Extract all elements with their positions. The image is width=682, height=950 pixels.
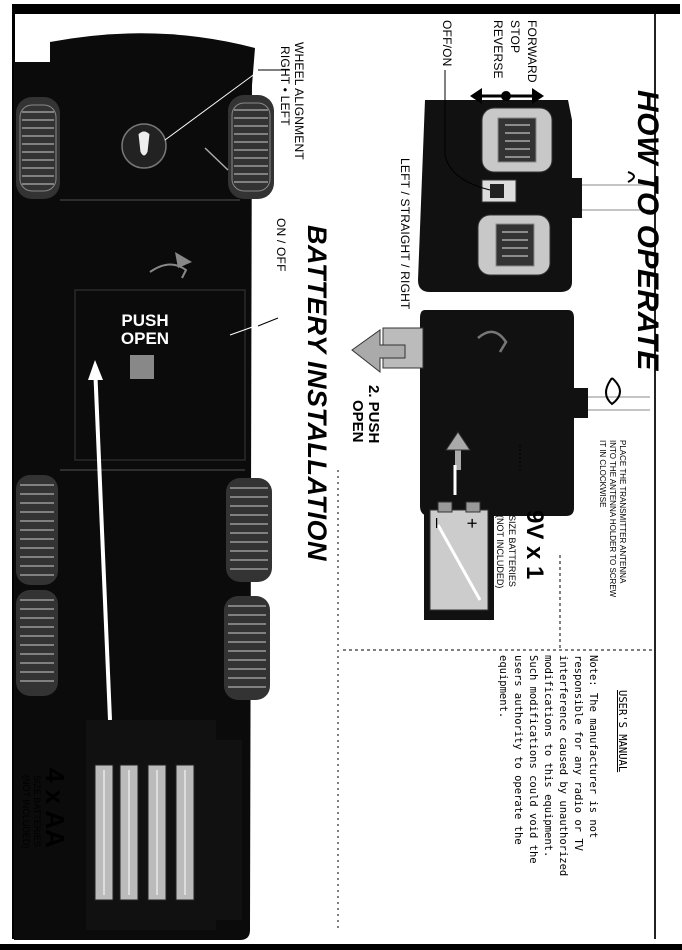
battery-aa-size: SIZE BATTERIES bbox=[32, 775, 42, 847]
antenna-note-line-2: INTO THE ANTENNA HOLDER TO SCREW bbox=[608, 440, 617, 598]
label-off-on: OFF/ON bbox=[440, 20, 454, 67]
transmitter-open-label: OPEN bbox=[349, 400, 366, 443]
wheel-mid-right bbox=[226, 478, 272, 582]
manual-line-1: Note: The manufacturer is not bbox=[587, 655, 599, 839]
battery-9v-minus: – bbox=[428, 518, 448, 529]
battery-aa-title: 4 x AA bbox=[40, 768, 70, 848]
manual-line-6: users authority to operate the bbox=[512, 655, 524, 845]
manual-line-3: interference caused by unauthorized bbox=[557, 655, 569, 877]
label-reverse: REVERSE bbox=[491, 20, 505, 79]
transmitter-push-label: 2. PUSH bbox=[365, 385, 382, 444]
battery-9v-note: (NOT INCLUDED) bbox=[495, 515, 505, 589]
battery-9v-plus: + bbox=[462, 518, 482, 529]
manual-line-7: equipment. bbox=[497, 655, 509, 719]
heading-how-to-operate: HOW TO OPERATE bbox=[631, 90, 664, 371]
car-push-text: PUSH bbox=[121, 311, 169, 330]
manual-line-4: modifications to this equipment. bbox=[542, 655, 554, 858]
label-right-left: RIGHT • LEFT bbox=[278, 46, 292, 126]
wheel-alignment-knob bbox=[121, 123, 229, 171]
car-open-text: OPEN bbox=[120, 329, 170, 348]
frame-top-border bbox=[12, 4, 680, 14]
battery-aa-note: (NOT INCLUDED) bbox=[21, 775, 31, 849]
frame-left-border bbox=[12, 4, 15, 939]
car-push-open-label: PUSH OPEN bbox=[110, 312, 180, 348]
battery-9v-size: SIZE BATTERIES bbox=[507, 515, 517, 587]
car-illustration bbox=[14, 33, 290, 940]
label-stop: STOP bbox=[508, 20, 522, 54]
battery-door-latch bbox=[130, 355, 154, 379]
label-steering: LEFT / STRAIGHT / RIGHT bbox=[398, 158, 412, 310]
frame-right-border bbox=[654, 14, 656, 939]
transmitter-back-illustration bbox=[351, 310, 650, 620]
antenna-note-line-1: PLACE THE TRANSMITTER ANTENNA bbox=[618, 440, 627, 584]
wheel-rear-right bbox=[224, 596, 270, 700]
manual-line-2: responsible for any radio or TV bbox=[572, 655, 584, 851]
transmitter-illustration bbox=[418, 70, 650, 292]
label-wheel-alignment: WHEEL ALIGNMENT bbox=[292, 42, 306, 160]
manual-header: USER'S MANUAL bbox=[616, 690, 628, 773]
wheel-front-right bbox=[228, 95, 274, 199]
label-car-on-off: ON / OFF bbox=[274, 218, 288, 272]
antenna-note-line-3: IT IN CLOCKWISE bbox=[598, 440, 607, 508]
manual-line-5: Such modifications could void the bbox=[527, 655, 539, 864]
wheel-mid-left bbox=[16, 475, 58, 585]
label-forward: FORWARD bbox=[525, 20, 539, 83]
aa-battery-compartment bbox=[86, 720, 242, 930]
frame-bottom-border bbox=[0, 944, 682, 950]
car-nose bbox=[50, 33, 255, 110]
battery-9v-title: 9V x 1 bbox=[521, 510, 548, 580]
wheel-front-left bbox=[16, 97, 60, 199]
car-power-switch bbox=[149, 252, 192, 279]
heading-battery-installation: BATTERY INSTALLATION bbox=[302, 225, 332, 561]
insert-arrow bbox=[93, 364, 112, 721]
wheel-rear-left bbox=[16, 590, 58, 696]
